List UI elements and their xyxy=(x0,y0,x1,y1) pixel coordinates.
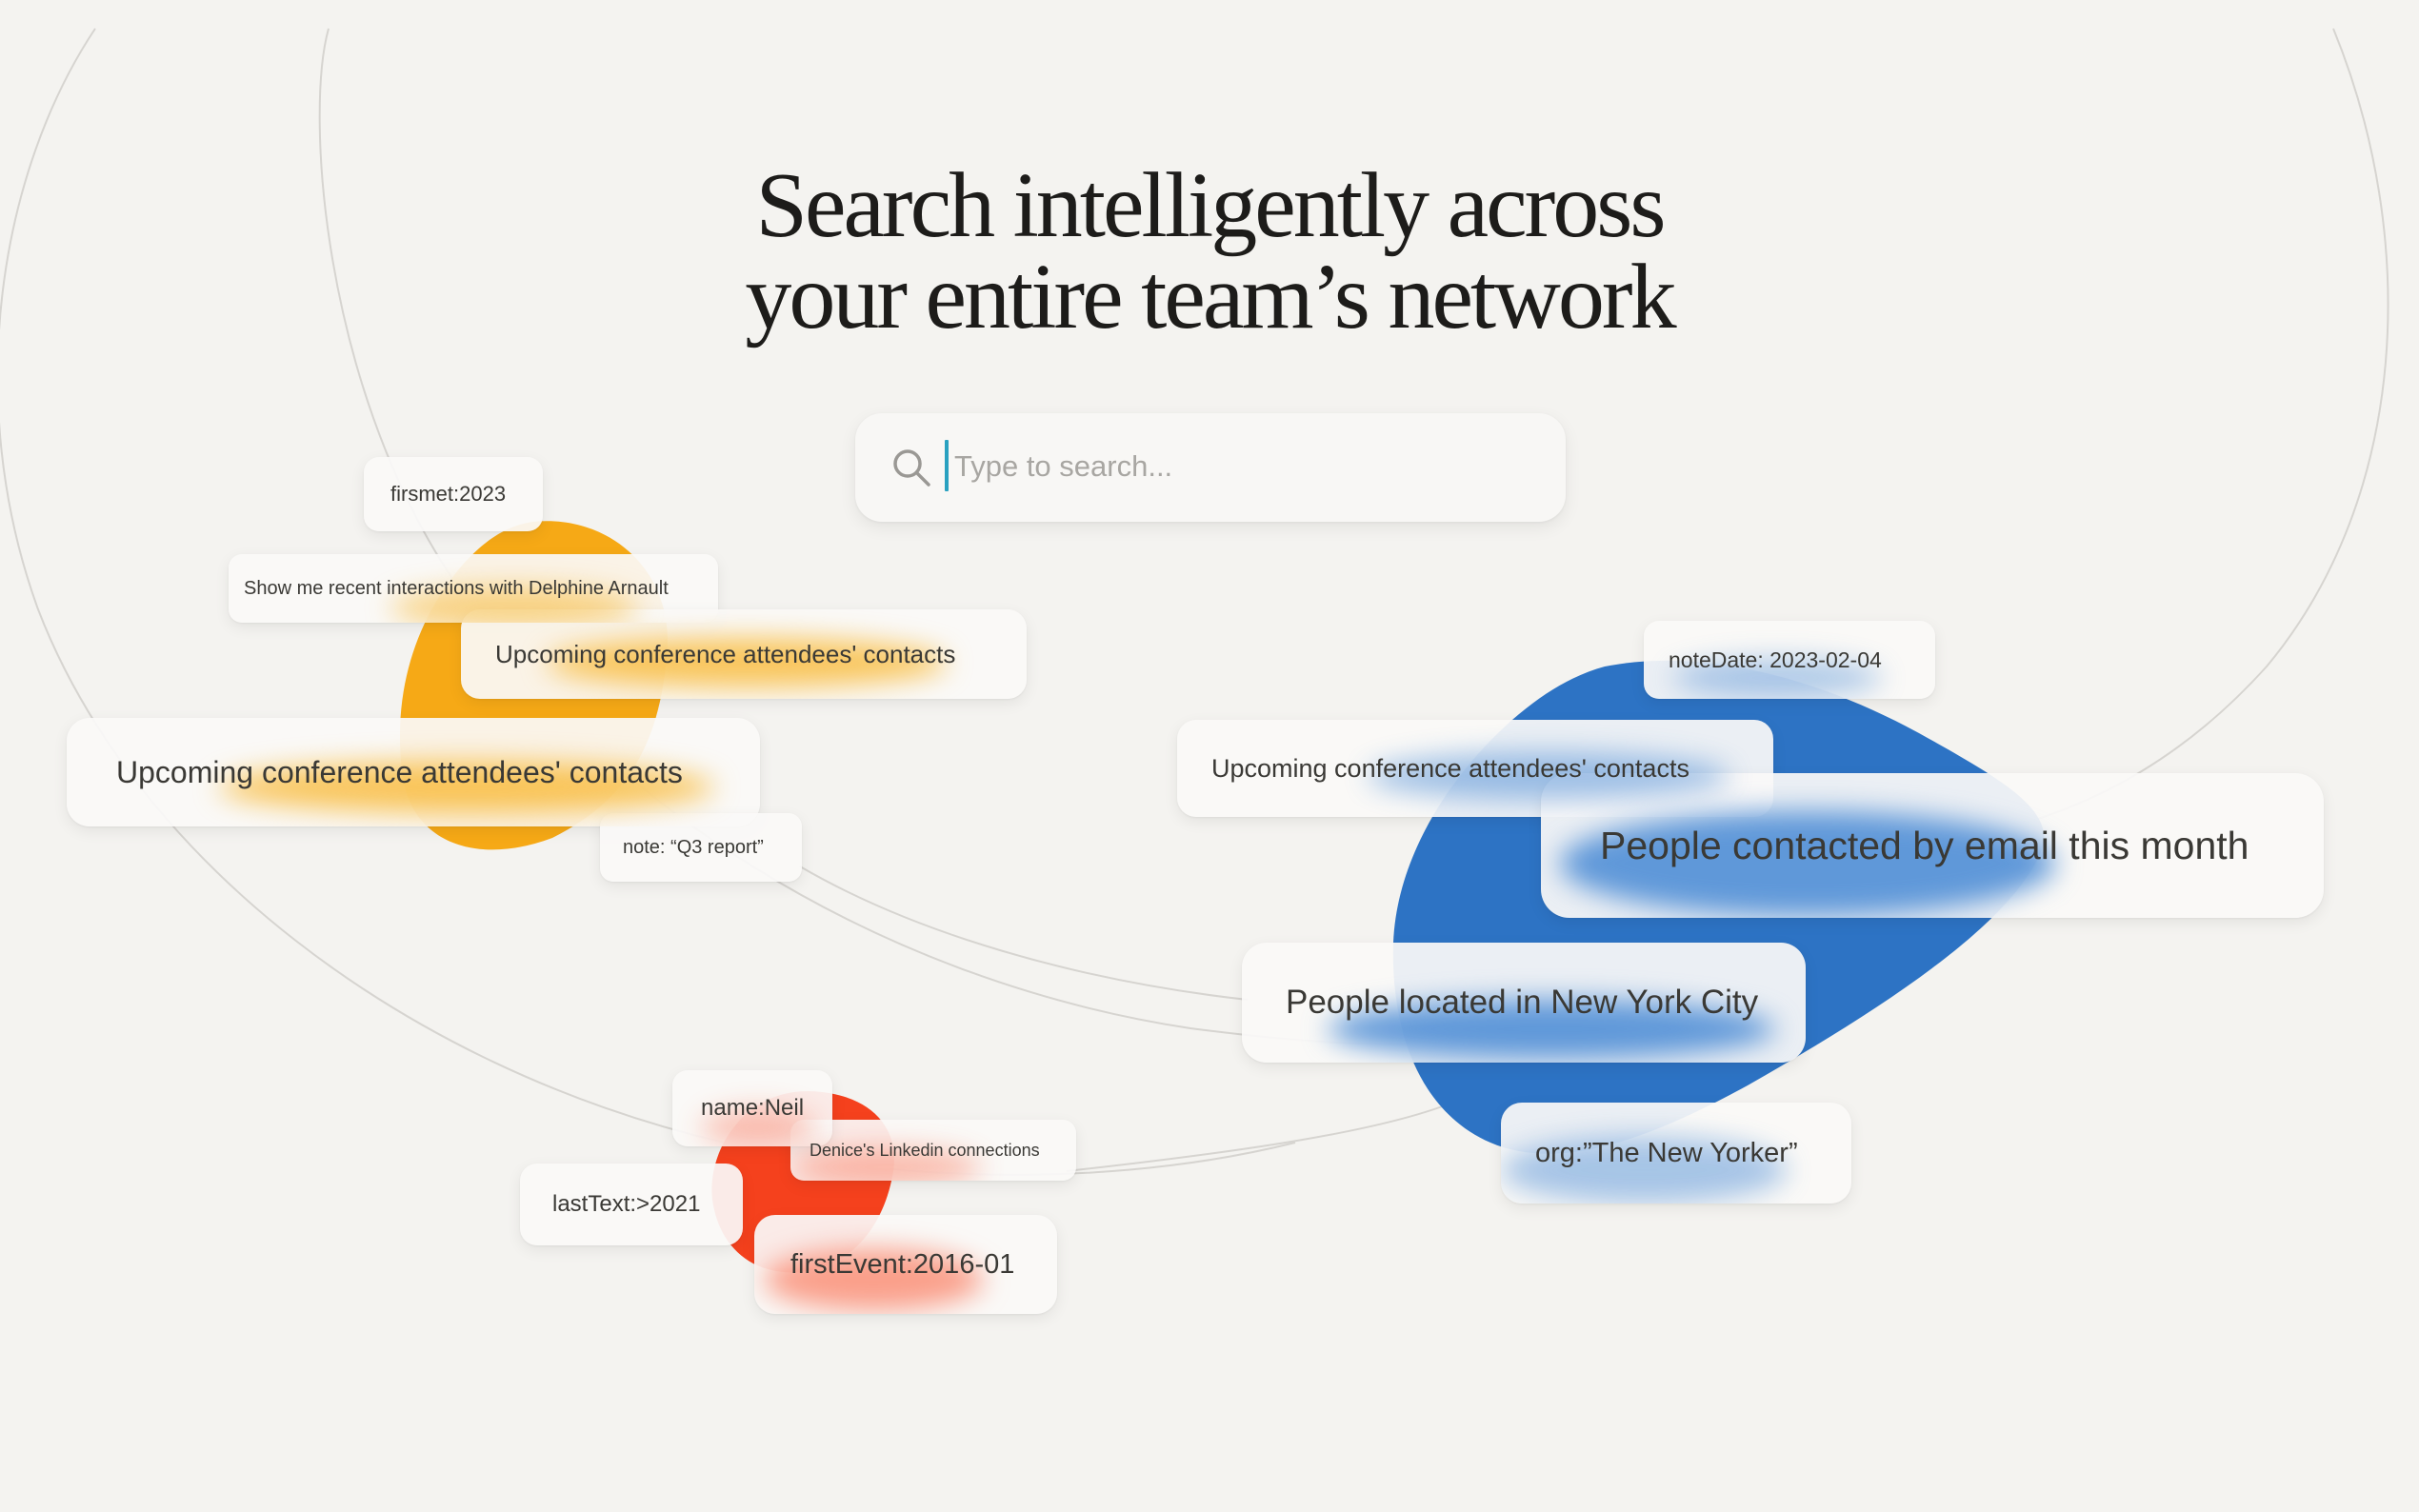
chip-firstmet-label: firsmet:2023 xyxy=(390,482,507,506)
chip-firstevent-label: firstEvent:2016-01 xyxy=(790,1248,1015,1280)
chip-glow xyxy=(701,1108,815,1146)
chip-lasttext[interactable]: lastText:>2021 xyxy=(520,1164,743,1245)
chip-conference-large-label: Upcoming conference attendees' contacts xyxy=(116,754,683,789)
text-caret xyxy=(945,440,949,491)
chip-lasttext-label: lastText:>2021 xyxy=(552,1191,701,1217)
chip-glow xyxy=(1501,1137,1787,1204)
chip-linkedin-label: Denice's Linkedin connections xyxy=(810,1140,1040,1160)
chip-name-label: name:Neil xyxy=(701,1095,805,1121)
search-icon xyxy=(893,449,930,487)
chip-name[interactable]: name:Neil xyxy=(672,1070,832,1146)
chip-nyc-label: People located in New York City xyxy=(1286,984,1759,1021)
chip-glow xyxy=(390,587,638,623)
chip-glow xyxy=(1368,752,1729,800)
chip-note-label: note: “Q3 report” xyxy=(623,836,764,858)
title-line-1: Search intelligently across xyxy=(755,154,1666,257)
chip-firstmet[interactable]: firsmet:2023 xyxy=(364,457,543,531)
chip-notedate[interactable]: noteDate: 2023-02-04 xyxy=(1644,621,1935,699)
orbit-connector-lower xyxy=(1066,1104,1449,1172)
search-input[interactable] xyxy=(954,436,1526,497)
chip-conference-blue-label: Upcoming conference attendees' contacts xyxy=(1211,753,1689,783)
chip-glow xyxy=(1560,811,2055,916)
chip-nyc[interactable]: People located in New York City xyxy=(1242,943,1806,1063)
chip-glow xyxy=(219,762,714,813)
chip-org-label: org:”The New Yorker” xyxy=(1535,1137,1798,1168)
chip-email-month[interactable]: People contacted by email this month xyxy=(1541,773,2324,918)
chip-glow xyxy=(790,1148,981,1181)
chip-conference-large[interactable]: Upcoming conference attendees' contacts xyxy=(67,718,760,826)
chip-glow xyxy=(1328,1000,1775,1059)
chip-delphine-label: Show me recent interactions with Delphin… xyxy=(244,577,669,599)
orbit-connector xyxy=(799,865,1249,1001)
orbit-right-arc xyxy=(2037,28,2389,820)
page-title: Search intelligently across your entire … xyxy=(0,154,2419,348)
chip-linkedin[interactable]: Denice's Linkedin connections xyxy=(790,1120,1076,1181)
chip-email-month-label: People contacted by email this month xyxy=(1600,823,2249,867)
chip-conference-small-label: Upcoming conference attendees' contacts xyxy=(495,639,956,668)
chip-glow xyxy=(1672,659,1882,697)
search-bar[interactable] xyxy=(855,413,1566,522)
chip-notedate-label: noteDate: 2023-02-04 xyxy=(1669,647,1882,672)
chip-glow xyxy=(764,1249,983,1310)
chip-firstevent[interactable]: firstEvent:2016-01 xyxy=(754,1215,1057,1314)
chip-conference-small[interactable]: Upcoming conference attendees' contacts xyxy=(461,609,1027,699)
chip-glow xyxy=(547,638,947,687)
chip-org[interactable]: org:”The New Yorker” xyxy=(1501,1103,1851,1204)
chip-note[interactable]: note: “Q3 report” xyxy=(600,813,802,882)
title-line-2: your entire team’s network xyxy=(745,246,1676,348)
